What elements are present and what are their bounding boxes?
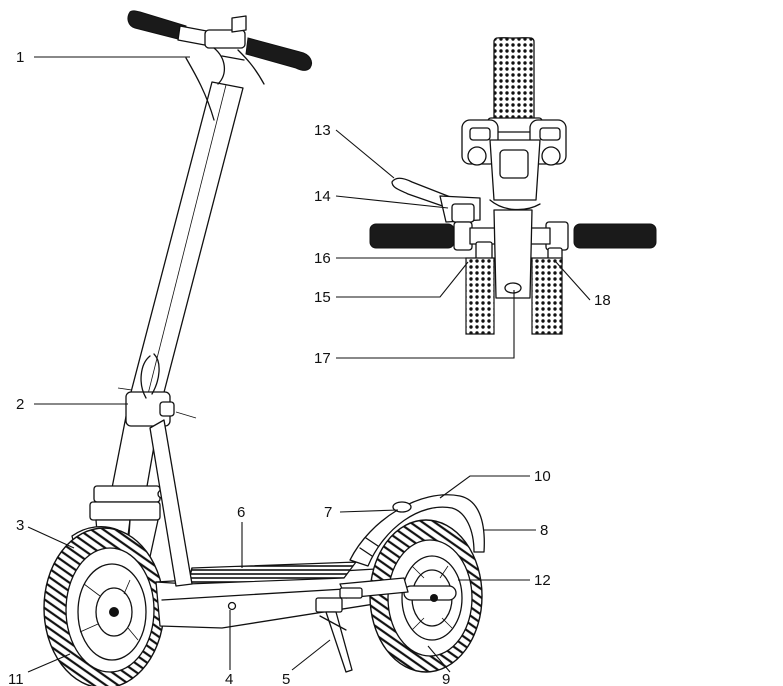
callout-12: 12 — [534, 572, 551, 589]
kickstand — [315, 597, 353, 673]
callout-16: 16 — [314, 250, 331, 267]
callout-18: 18 — [594, 292, 611, 309]
front-wheel — [43, 527, 165, 686]
callout-10: 10 — [534, 468, 551, 485]
callout-6: 6 — [237, 504, 245, 521]
callout-9: 9 — [442, 671, 450, 686]
callout-1: 1 — [16, 49, 24, 66]
callout-3: 3 — [16, 517, 24, 534]
handlebar-front-view — [369, 37, 657, 335]
callout-2: 2 — [16, 396, 24, 413]
steering-stem — [111, 81, 244, 493]
leader-lines — [27, 56, 591, 673]
deck — [149, 419, 401, 629]
callout-8: 8 — [540, 522, 548, 539]
callout-7: 7 — [324, 504, 332, 521]
rear-wheel — [369, 519, 483, 673]
callout-labels: 1 2 3 4 5 6 7 8 9 10 11 12 13 14 16 15 1… — [8, 49, 611, 686]
callout-13: 13 — [314, 122, 331, 139]
folding-mechanism — [117, 353, 197, 427]
handlebar — [127, 10, 313, 121]
callout-5: 5 — [282, 671, 290, 686]
scooter-side-view — [43, 10, 485, 686]
callout-11: 11 — [8, 671, 24, 686]
deck-light — [339, 587, 363, 599]
callout-15: 15 — [314, 289, 331, 306]
callout-14: 14 — [314, 188, 331, 205]
callout-4: 4 — [225, 671, 233, 686]
callout-17: 17 — [314, 350, 331, 367]
